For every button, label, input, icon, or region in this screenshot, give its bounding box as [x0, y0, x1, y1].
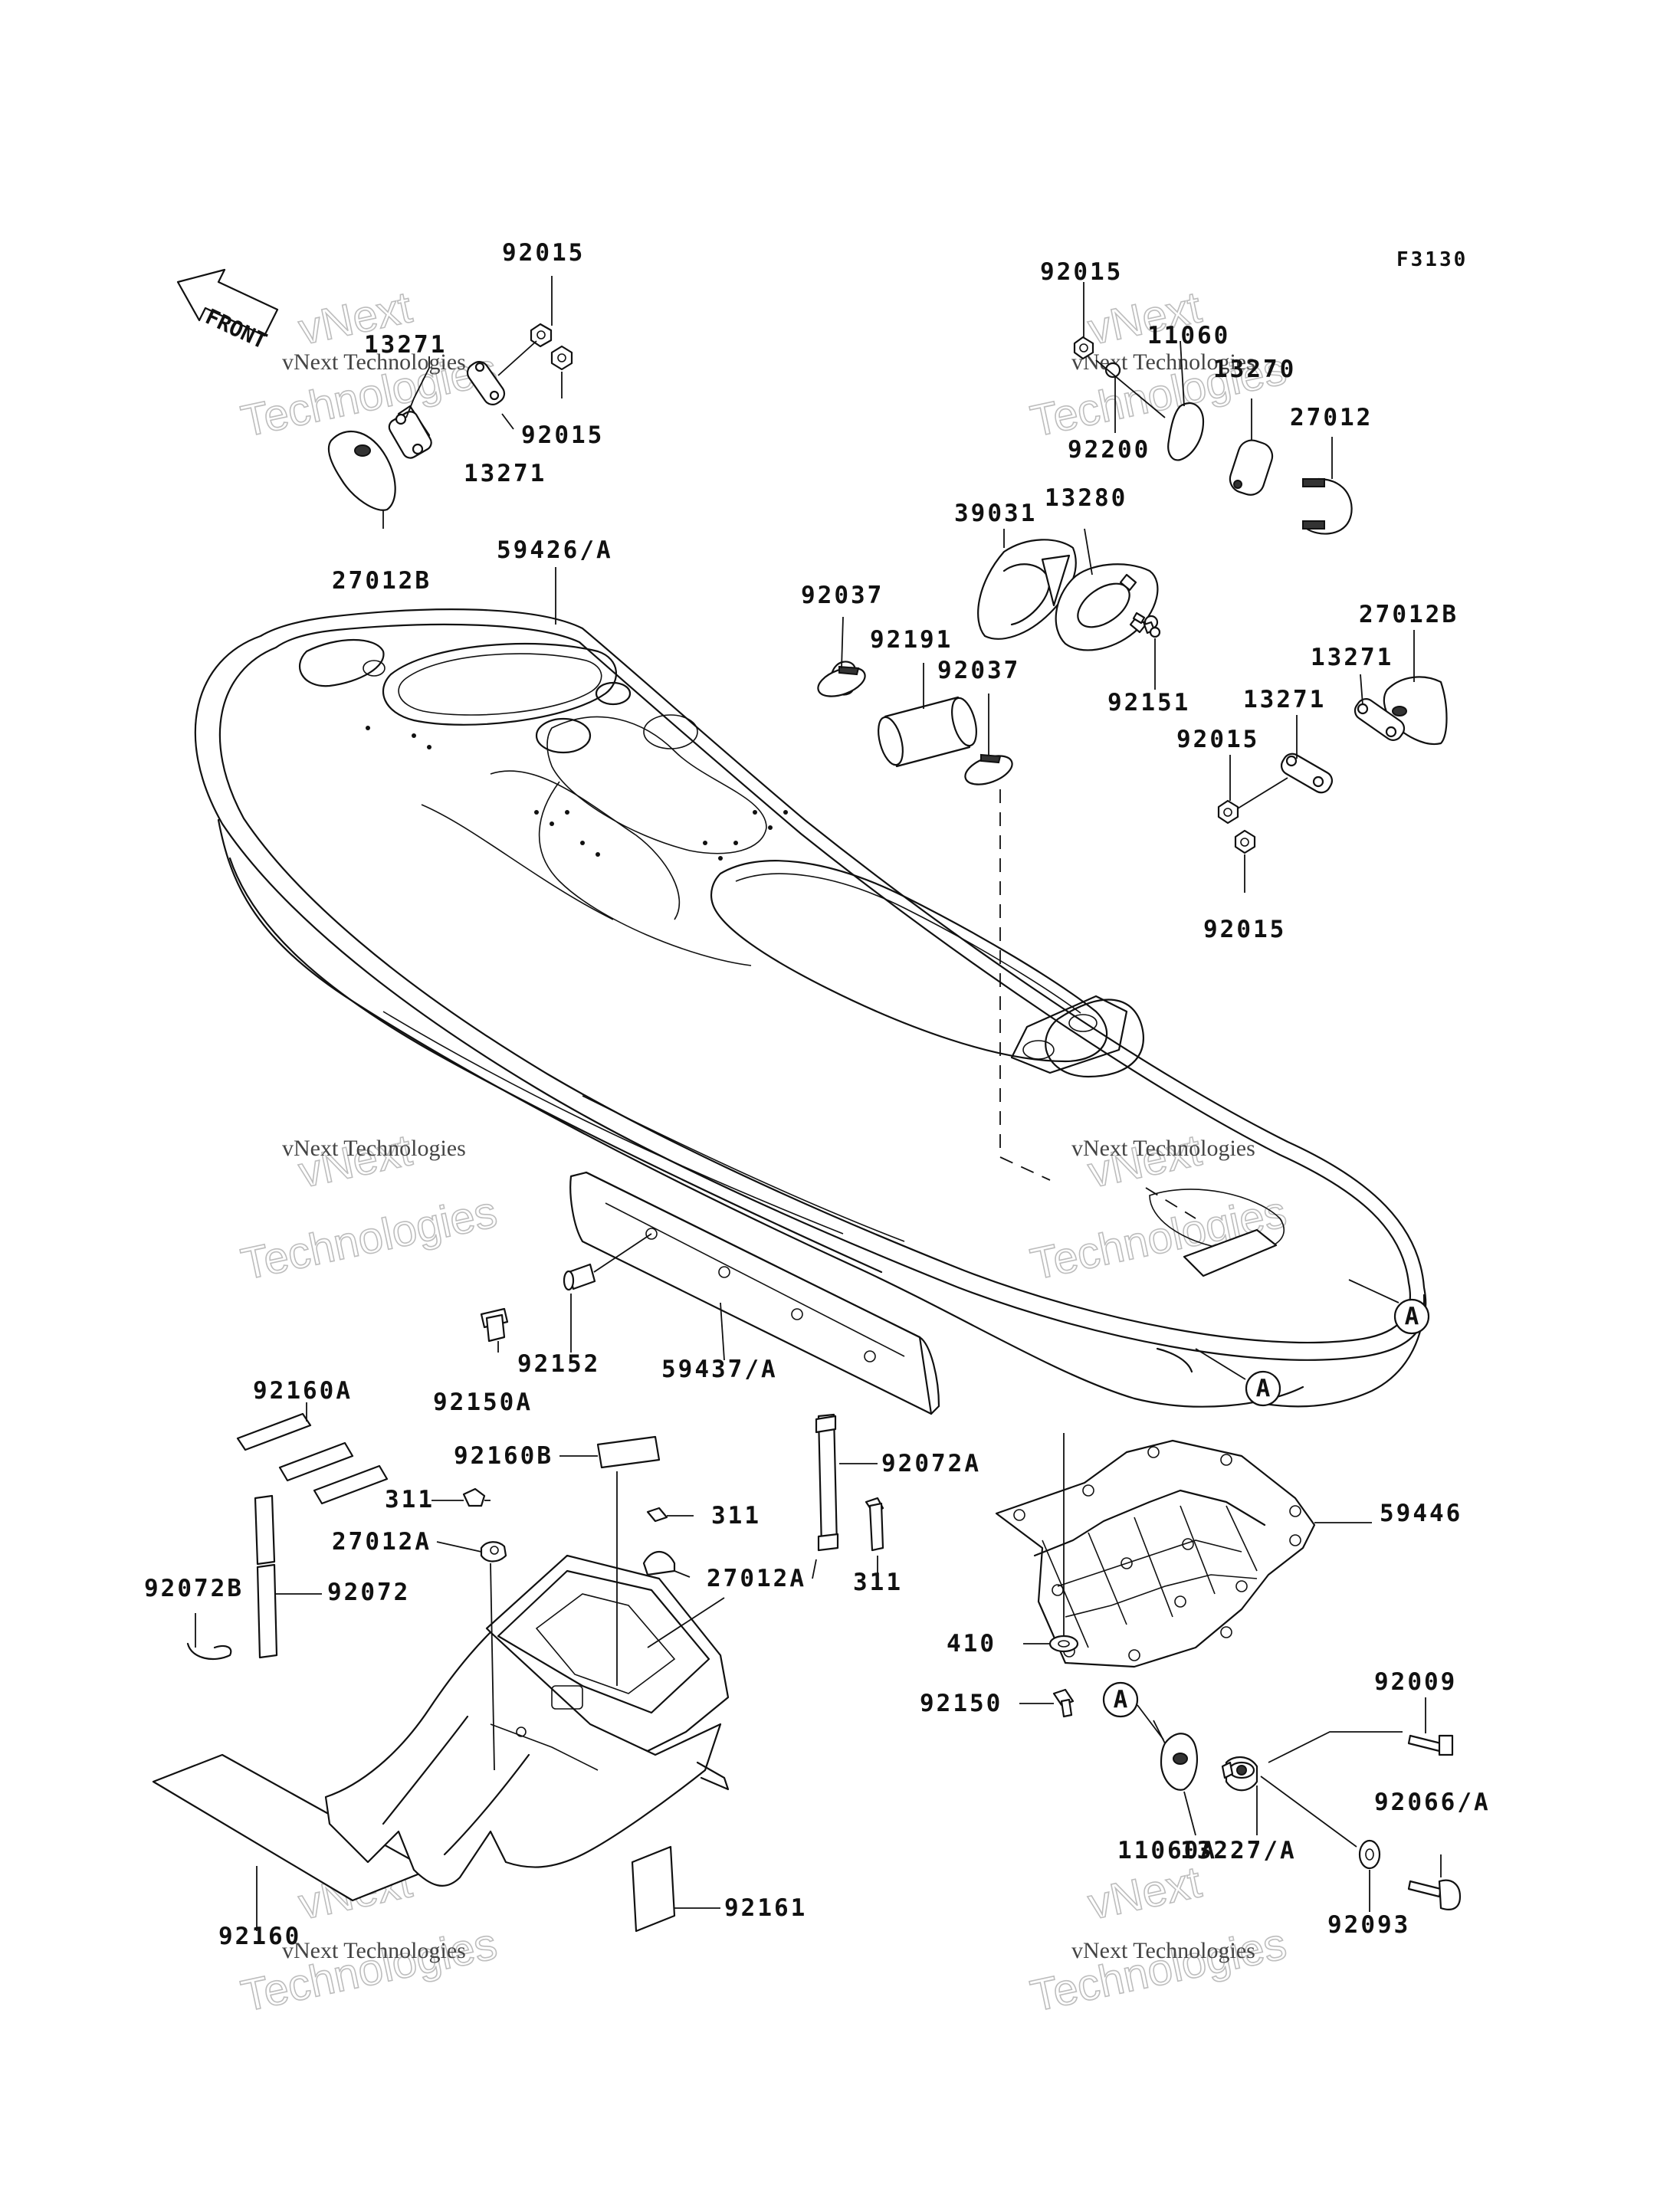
part-label: 27012A	[707, 1565, 806, 1592]
part-label: 92066/A	[1374, 1789, 1491, 1816]
part-label: 39031	[954, 500, 1037, 527]
part-label: 92160B	[454, 1442, 553, 1470]
part-label: 92015	[1203, 916, 1286, 943]
part-label: 92151	[1107, 689, 1190, 716]
part-label: 11060A	[1117, 1837, 1217, 1864]
decals-left	[152, 1402, 720, 1933]
ref-a-circle: A	[1393, 1298, 1430, 1335]
part-label: 92191	[870, 626, 953, 654]
part-label: 59437/A	[661, 1356, 778, 1383]
part-label: 92160	[218, 1923, 301, 1950]
part-label: 59446	[1380, 1500, 1462, 1527]
part-label: 11060	[1147, 322, 1230, 349]
svg-text:Technologies: Technologies	[237, 1187, 501, 1290]
watermark: vNext Technologies vNext Technologies	[236, 1125, 501, 1290]
part-label: 311	[853, 1569, 903, 1596]
part-label: 311	[711, 1502, 761, 1530]
svg-text:vNext Technologies: vNext Technologies	[1071, 1938, 1255, 1963]
ref-a-circle: A	[1245, 1370, 1281, 1407]
drain-plug-group	[1153, 1697, 1462, 1912]
svg-text:A: A	[1256, 1375, 1271, 1402]
part-label: 92072A	[881, 1450, 981, 1477]
hardware-top-left	[327, 276, 573, 529]
hardware-top-right	[1073, 282, 1353, 535]
vent-parts	[817, 528, 1161, 785]
svg-text:vNext Technologies: vNext Technologies	[282, 349, 466, 375]
part-label: 13280	[1045, 484, 1127, 512]
hardware-right-mid	[1217, 630, 1448, 893]
part-label: 92009	[1374, 1668, 1457, 1696]
part-label: 92161	[724, 1894, 807, 1922]
part-label: 92152	[517, 1350, 600, 1378]
ref-callouts: A A A	[1102, 1279, 1430, 1740]
svg-text:A: A	[1405, 1303, 1419, 1330]
watermark: vNext Technologies vNext Technologies	[236, 282, 501, 448]
part-label: 92037	[801, 582, 884, 609]
svg-text:vNext Technologies: vNext Technologies	[1071, 1136, 1255, 1161]
svg-text:A: A	[1114, 1686, 1128, 1713]
part-labels: 92015 13271 92015 13271 27012B 59426/A 9…	[144, 239, 1491, 1950]
side-rail	[480, 1171, 940, 1415]
part-label: 13271	[464, 460, 546, 487]
part-label: 92200	[1068, 436, 1150, 464]
svg-text:vNext Technologies: vNext Technologies	[282, 1136, 466, 1161]
part-label: 13271	[1243, 686, 1326, 713]
part-label: 13271	[1311, 644, 1393, 671]
part-label: 27012	[1290, 404, 1373, 431]
part-label: 92072B	[144, 1575, 244, 1602]
figure-code: F3130	[1396, 248, 1468, 271]
part-label: 13271	[364, 331, 447, 359]
part-label: 92150	[920, 1690, 1002, 1717]
watermark: vNext Technologies vNext Technologies	[1025, 1125, 1291, 1290]
part-label: 13270	[1213, 356, 1296, 383]
part-label: 27012B	[1359, 601, 1459, 628]
part-label: 27012B	[332, 567, 431, 595]
skid-plate	[995, 1433, 1372, 1718]
part-label: 92160A	[253, 1377, 353, 1405]
part-label: 92037	[937, 657, 1020, 684]
svg-text:vNext: vNext	[1084, 1857, 1206, 1929]
part-label: 92015	[1040, 258, 1123, 286]
part-label: 92015	[502, 239, 585, 267]
part-label: 92072	[327, 1579, 410, 1606]
part-label: 92015	[521, 421, 604, 449]
part-label: 92093	[1327, 1911, 1410, 1939]
svg-text:vNext Technologies: vNext Technologies	[282, 1938, 466, 1963]
storage-tray	[324, 1435, 730, 1887]
strip-92072a	[812, 1413, 884, 1579]
part-label: 92015	[1176, 726, 1259, 753]
watermark: vNext Technologies vNext Technologies	[1025, 1857, 1291, 2022]
part-label: 92150A	[433, 1389, 533, 1416]
part-label: 13227/A	[1180, 1837, 1297, 1864]
ref-a-circle: A	[1102, 1681, 1139, 1718]
svg-text:vNext Technologies: vNext Technologies	[1071, 349, 1255, 375]
part-label: 311	[385, 1486, 435, 1513]
part-label: 410	[947, 1630, 996, 1658]
svg-text:Technologies: Technologies	[1026, 1919, 1291, 2022]
part-label: 59426/A	[497, 536, 613, 564]
front-arrow-icon: FRONT	[176, 268, 279, 354]
part-label: 27012A	[332, 1528, 431, 1556]
